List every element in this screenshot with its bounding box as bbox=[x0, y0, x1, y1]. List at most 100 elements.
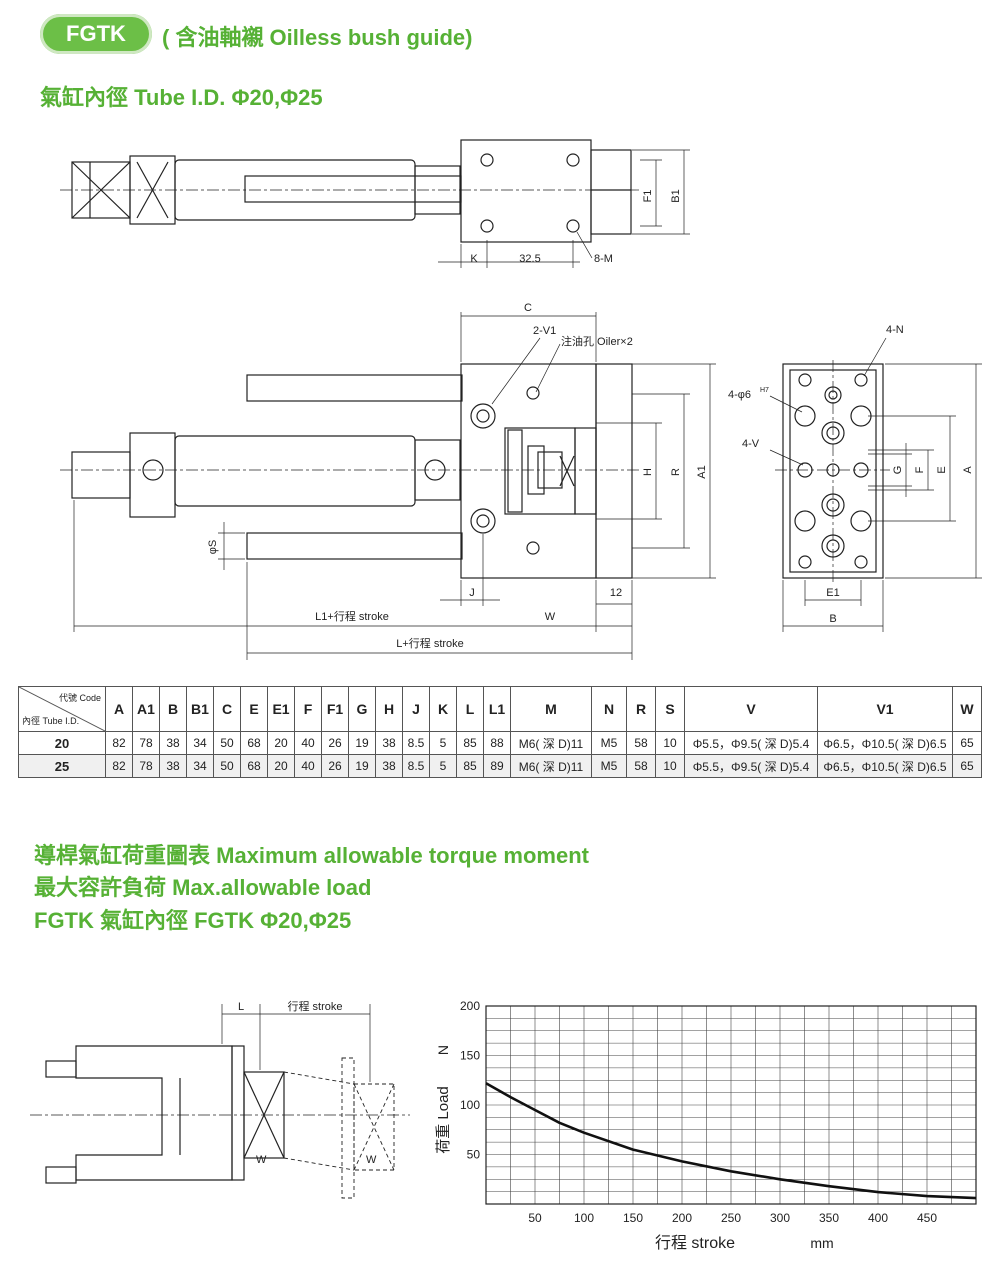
table-cell: 89 bbox=[483, 754, 511, 778]
table-cell: 85 bbox=[456, 731, 484, 755]
x-tick-label: 50 bbox=[528, 1211, 542, 1225]
col-header: V bbox=[684, 686, 818, 732]
dim-j: J bbox=[469, 587, 475, 599]
dim-k: K bbox=[470, 253, 478, 265]
moment-w-label-dashed: W bbox=[366, 1154, 377, 1166]
dim-b1: B1 bbox=[670, 189, 682, 202]
chart-y-unit: N bbox=[435, 1045, 451, 1055]
table-cell: 5 bbox=[429, 754, 457, 778]
section-title-moment: 導桿氣缸荷重圖表 Maximum allowable torque moment bbox=[34, 843, 589, 868]
table-cell: 19 bbox=[348, 731, 376, 755]
table-cell: 50 bbox=[213, 731, 241, 755]
dim-f: F bbox=[914, 466, 926, 473]
table-cell: 85 bbox=[456, 754, 484, 778]
table-cell: Φ5.5，Φ9.5( 深 D)5.4 bbox=[684, 754, 818, 778]
dim-32-5: 32.5 bbox=[519, 253, 540, 265]
chart-x-ticks: 50 100 150 200 250 300 350 400 450 bbox=[528, 1211, 937, 1225]
table-cell: M5 bbox=[591, 754, 627, 778]
col-header: S bbox=[655, 686, 685, 732]
col-header: L bbox=[456, 686, 484, 732]
table-cell: 34 bbox=[186, 731, 214, 755]
dim-c: C bbox=[524, 302, 532, 314]
table-cell: M6( 深 D)11 bbox=[510, 754, 592, 778]
x-tick-label: 300 bbox=[770, 1211, 790, 1225]
tube-id-title: 氣缸內徑 Tube I.D. Φ20,Φ25 bbox=[40, 85, 323, 110]
col-header: W bbox=[952, 686, 982, 732]
table-cell: 8.5 bbox=[402, 731, 430, 755]
x-tick-label: 250 bbox=[721, 1211, 741, 1225]
dim-a1: A1 bbox=[696, 465, 708, 478]
dim-a: A bbox=[962, 466, 974, 474]
dim-4v: 4-V bbox=[742, 438, 760, 450]
moment-dim-l: L bbox=[238, 1001, 244, 1013]
corner-code-label: 代號 Code bbox=[58, 693, 101, 703]
corner-tube-label: 內徑 Tube I.D. bbox=[22, 716, 80, 726]
table-cell: 88 bbox=[483, 731, 511, 755]
table-cell: 34 bbox=[186, 754, 214, 778]
dim-h: H bbox=[642, 468, 654, 476]
table-cell: Φ5.5，Φ9.5( 深 D)5.4 bbox=[684, 731, 818, 755]
section-title-model: FGTK 氣缸內徑 FGTK Φ20,Φ25 bbox=[34, 908, 352, 933]
spec-table: 代號 Code 內徑 Tube I.D. A A1 B B1 C E E1 F … bbox=[18, 686, 982, 778]
table-cell: Φ6.5，Φ10.5( 深 D)6.5 bbox=[817, 731, 953, 755]
table-cell: 20 bbox=[267, 731, 295, 755]
product-code-badge: FGTK bbox=[40, 14, 152, 54]
chart-x-unit: mm bbox=[810, 1235, 833, 1251]
x-tick-label: 350 bbox=[819, 1211, 839, 1225]
col-header: A1 bbox=[132, 686, 160, 732]
x-tick-label: 200 bbox=[672, 1211, 692, 1225]
table-cell: M5 bbox=[591, 731, 627, 755]
dim-g: G bbox=[892, 466, 904, 475]
table-cell: 65 bbox=[952, 731, 982, 755]
spec-corner-cell: 代號 Code 內徑 Tube I.D. bbox=[18, 686, 106, 732]
dim-f1: F1 bbox=[642, 190, 654, 203]
row-id: 20 bbox=[18, 731, 106, 755]
col-header: E1 bbox=[267, 686, 295, 732]
col-header: V1 bbox=[817, 686, 953, 732]
dim-b: B bbox=[829, 613, 836, 625]
x-tick-label: 100 bbox=[574, 1211, 594, 1225]
dim-e: E bbox=[936, 466, 948, 473]
table-cell: 68 bbox=[240, 731, 268, 755]
y-tick-label: 100 bbox=[460, 1098, 480, 1112]
table-cell: 10 bbox=[655, 754, 685, 778]
col-header: L1 bbox=[483, 686, 511, 732]
table-cell: 58 bbox=[626, 754, 656, 778]
chart-y-label: 荷重 Load bbox=[435, 1086, 452, 1154]
y-tick-label: 50 bbox=[467, 1148, 481, 1162]
dim-l-stroke: L+行程 stroke bbox=[396, 637, 464, 650]
dim-e1: E1 bbox=[826, 587, 839, 599]
table-cell: M6( 深 D)11 bbox=[510, 731, 592, 755]
chart-series-line bbox=[485, 1082, 977, 1200]
dim-w: W bbox=[545, 611, 556, 623]
col-header: N bbox=[591, 686, 627, 732]
chart-frame bbox=[485, 1005, 977, 1205]
table-cell: 40 bbox=[294, 754, 322, 778]
table-cell: 19 bbox=[348, 754, 376, 778]
table-cell: 10 bbox=[655, 731, 685, 755]
table-cell: 58 bbox=[626, 731, 656, 755]
x-tick-label: 450 bbox=[917, 1211, 937, 1225]
dim-l1-stroke: L1+行程 stroke bbox=[315, 610, 389, 623]
table-cell: 38 bbox=[159, 731, 187, 755]
oiler-label: 注油孔 Oiler×2 bbox=[561, 334, 633, 348]
table-cell: 38 bbox=[159, 754, 187, 778]
dim-h7: H7 bbox=[760, 387, 769, 394]
spec-header-row: 代號 Code 內徑 Tube I.D. A A1 B B1 C E E1 F … bbox=[18, 686, 982, 732]
table-cell: 82 bbox=[105, 731, 133, 755]
dim-phis: φS bbox=[207, 540, 219, 554]
technical-drawing: K 32.5 8-M F1 B1 C 2-V1 注油孔 Oiler×2 H R … bbox=[60, 139, 982, 660]
table-cell: 78 bbox=[132, 731, 160, 755]
col-header: J bbox=[402, 686, 430, 732]
table-cell: 26 bbox=[321, 754, 349, 778]
y-tick-label: 200 bbox=[460, 999, 480, 1013]
x-tick-label: 400 bbox=[868, 1211, 888, 1225]
col-header: M bbox=[510, 686, 592, 732]
dim-4n: 4-N bbox=[886, 324, 904, 336]
table-cell: 50 bbox=[213, 754, 241, 778]
table-cell: 5 bbox=[429, 731, 457, 755]
x-tick-label: 150 bbox=[623, 1211, 643, 1225]
table-cell: 82 bbox=[105, 754, 133, 778]
col-header: G bbox=[348, 686, 376, 732]
